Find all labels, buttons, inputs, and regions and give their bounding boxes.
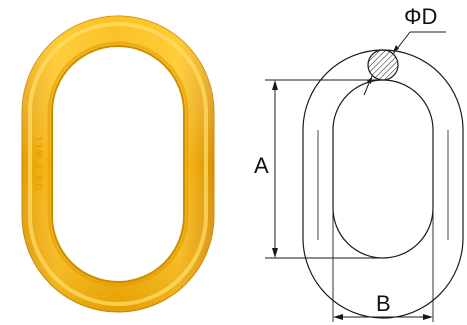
dim-b-arrow-right bbox=[423, 314, 433, 320]
dim-a-arrow-bottom bbox=[272, 248, 278, 258]
cross-section-circle bbox=[367, 49, 399, 81]
diameter-arrow-top bbox=[393, 45, 399, 52]
ring-engraving: G8 T WLL bbox=[34, 133, 44, 190]
dim-a-arrow-top bbox=[272, 80, 278, 90]
dim-b-label: B bbox=[376, 291, 391, 316]
dim-b-arrow-left bbox=[333, 314, 343, 320]
technical-drawing: ΦD A B bbox=[254, 4, 464, 322]
ring-highlight bbox=[28, 22, 208, 306]
master-link-photo: G8 T WLL bbox=[21, 15, 215, 313]
diameter-label: ΦD bbox=[404, 4, 437, 29]
dim-a-label: A bbox=[254, 153, 269, 178]
ring-opening bbox=[51, 45, 185, 283]
link-outer-outline bbox=[302, 49, 464, 319]
diameter-arrow-bottom bbox=[367, 77, 372, 84]
link-inner-outline bbox=[332, 79, 434, 259]
